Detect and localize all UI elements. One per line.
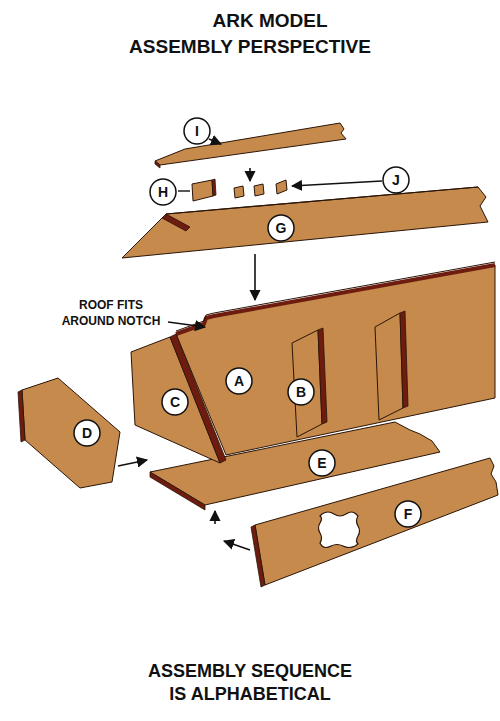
bulkhead-edge (318, 328, 327, 424)
note-label: ROOF FITS AROUND NOTCH (56, 297, 166, 329)
floor-edge (150, 472, 205, 510)
callout-circle: E (308, 449, 336, 477)
callout-letter: A (234, 374, 244, 388)
roof-cap-edge (155, 161, 160, 168)
callout-circle: C (161, 388, 189, 416)
circle-shape (268, 215, 294, 241)
title: ARK MODEL ASSEMBLY PERSPECTIVE (125, 8, 375, 59)
callout-letter: I (195, 124, 199, 138)
caption: ASSEMBLY SEQUENCE IS ALPHABETICAL (142, 660, 358, 707)
callout-letter: J (392, 173, 400, 187)
assembly-arrow (224, 541, 250, 550)
callout-letter: E (317, 456, 326, 470)
circle-shape (395, 501, 421, 527)
callout-circle: H (149, 178, 177, 206)
callout-circle: B (287, 378, 315, 406)
callout-circle: F (394, 500, 422, 528)
piece-h-edge (212, 179, 216, 196)
roof-gable-edge (162, 214, 190, 231)
callout-circle: G (267, 214, 295, 242)
end-piece-edge (170, 334, 226, 463)
circle-shape (150, 179, 176, 205)
piece-j (276, 180, 287, 194)
circle-shape (162, 389, 188, 415)
callout-letter: D (82, 426, 92, 440)
callout-letter: C (170, 395, 180, 409)
bulkhead (375, 313, 403, 420)
callout-circle: I (183, 117, 211, 145)
callout-circle: A (225, 367, 253, 395)
side-panel (255, 458, 498, 585)
window-opening (319, 512, 360, 548)
callout-circle: J (382, 166, 410, 194)
callout-circle: D (73, 419, 101, 447)
piece-j (234, 186, 244, 198)
bulkhead-edge (400, 311, 408, 408)
roof-ridge-line (166, 187, 478, 214)
end-piece (131, 337, 220, 463)
circle-shape (309, 450, 335, 476)
piece-j (254, 184, 264, 196)
circle-shape (226, 368, 252, 394)
wall-top-edge (176, 265, 495, 334)
assembly-arrow (118, 460, 147, 466)
leader-arrow (168, 322, 205, 327)
callout-letter: G (276, 221, 287, 235)
circle-shape (74, 420, 100, 446)
piece-h (192, 180, 213, 201)
leader-line (178, 190, 190, 191)
end-piece-loose-edge (18, 390, 25, 442)
callout-letter: B (296, 385, 306, 399)
circle-shape (184, 118, 210, 144)
assembly-arrow (254, 254, 256, 300)
roof-panel (122, 187, 488, 258)
assembly-arrow (249, 168, 251, 181)
leader-arrow (292, 181, 382, 186)
end-piece-loose (22, 378, 120, 488)
wall-top-outline (176, 262, 495, 331)
side-wall (176, 265, 495, 455)
leader-arrow (209, 139, 221, 144)
side-panel-edge (251, 525, 265, 587)
assembly-arrow (214, 511, 216, 524)
callout-letter: F (404, 507, 413, 521)
callout-letter: H (158, 185, 168, 199)
circle-shape (288, 379, 314, 405)
circle-shape (383, 167, 409, 193)
